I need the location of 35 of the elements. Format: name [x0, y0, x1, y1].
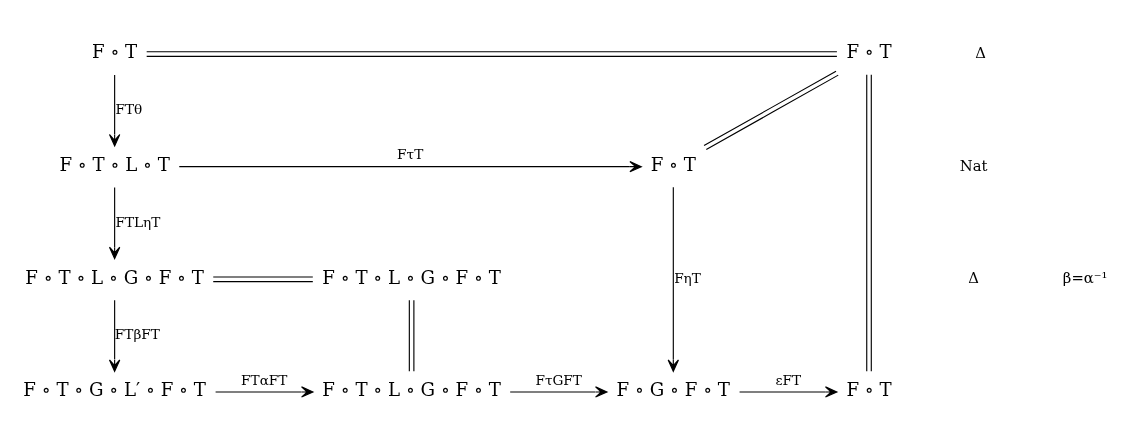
node-text: F ∘ T ∘ L ∘ G ∘ F ∘ T: [25, 266, 204, 288]
label: β=α⁻¹: [1062, 269, 1108, 287]
connector: [703, 70, 839, 151]
label: Nat: [959, 156, 988, 174]
label: Δ: [968, 269, 980, 287]
node-text: F ∘ T: [92, 41, 138, 63]
edge-label: FηT: [674, 269, 701, 286]
connector: [212, 276, 314, 283]
node-text: F ∘ G ∘ F ∘ T: [616, 379, 730, 401]
edge-label: FTLηT: [115, 213, 161, 230]
node-text: F ∘ T: [650, 154, 696, 175]
connector: [408, 299, 415, 372]
node-text: F ∘ T: [846, 379, 892, 401]
node-text: F ∘ T ∘ G ∘ L′ ∘ F ∘ T: [23, 379, 206, 401]
edge-label: FτT: [397, 146, 424, 163]
arrow: [108, 299, 121, 372]
node-text: F ∘ T: [846, 41, 892, 63]
label: Δ: [975, 43, 986, 61]
node-text: F ∘ T ∘ L ∘ G ∘ F ∘ T: [322, 379, 501, 401]
arrow: [178, 161, 642, 173]
edge-label: FτGFT: [535, 371, 582, 388]
arrow: [509, 386, 608, 398]
arrow: [667, 186, 679, 372]
arrow: [108, 74, 121, 147]
edge-label: FTθ: [115, 100, 143, 117]
edge-label: FTβFT: [114, 326, 160, 343]
node-text: F ∘ T ∘ L ∘ T: [59, 154, 170, 175]
connector: [146, 51, 838, 57]
arrow: [215, 386, 314, 398]
connector: [866, 74, 872, 372]
edge-label: εFT: [775, 371, 802, 388]
edge-label: FTαFT: [241, 371, 288, 388]
arrow: [739, 386, 838, 398]
arrow: [108, 187, 121, 260]
node-text: F ∘ T ∘ L ∘ G ∘ F ∘ T: [322, 266, 501, 288]
